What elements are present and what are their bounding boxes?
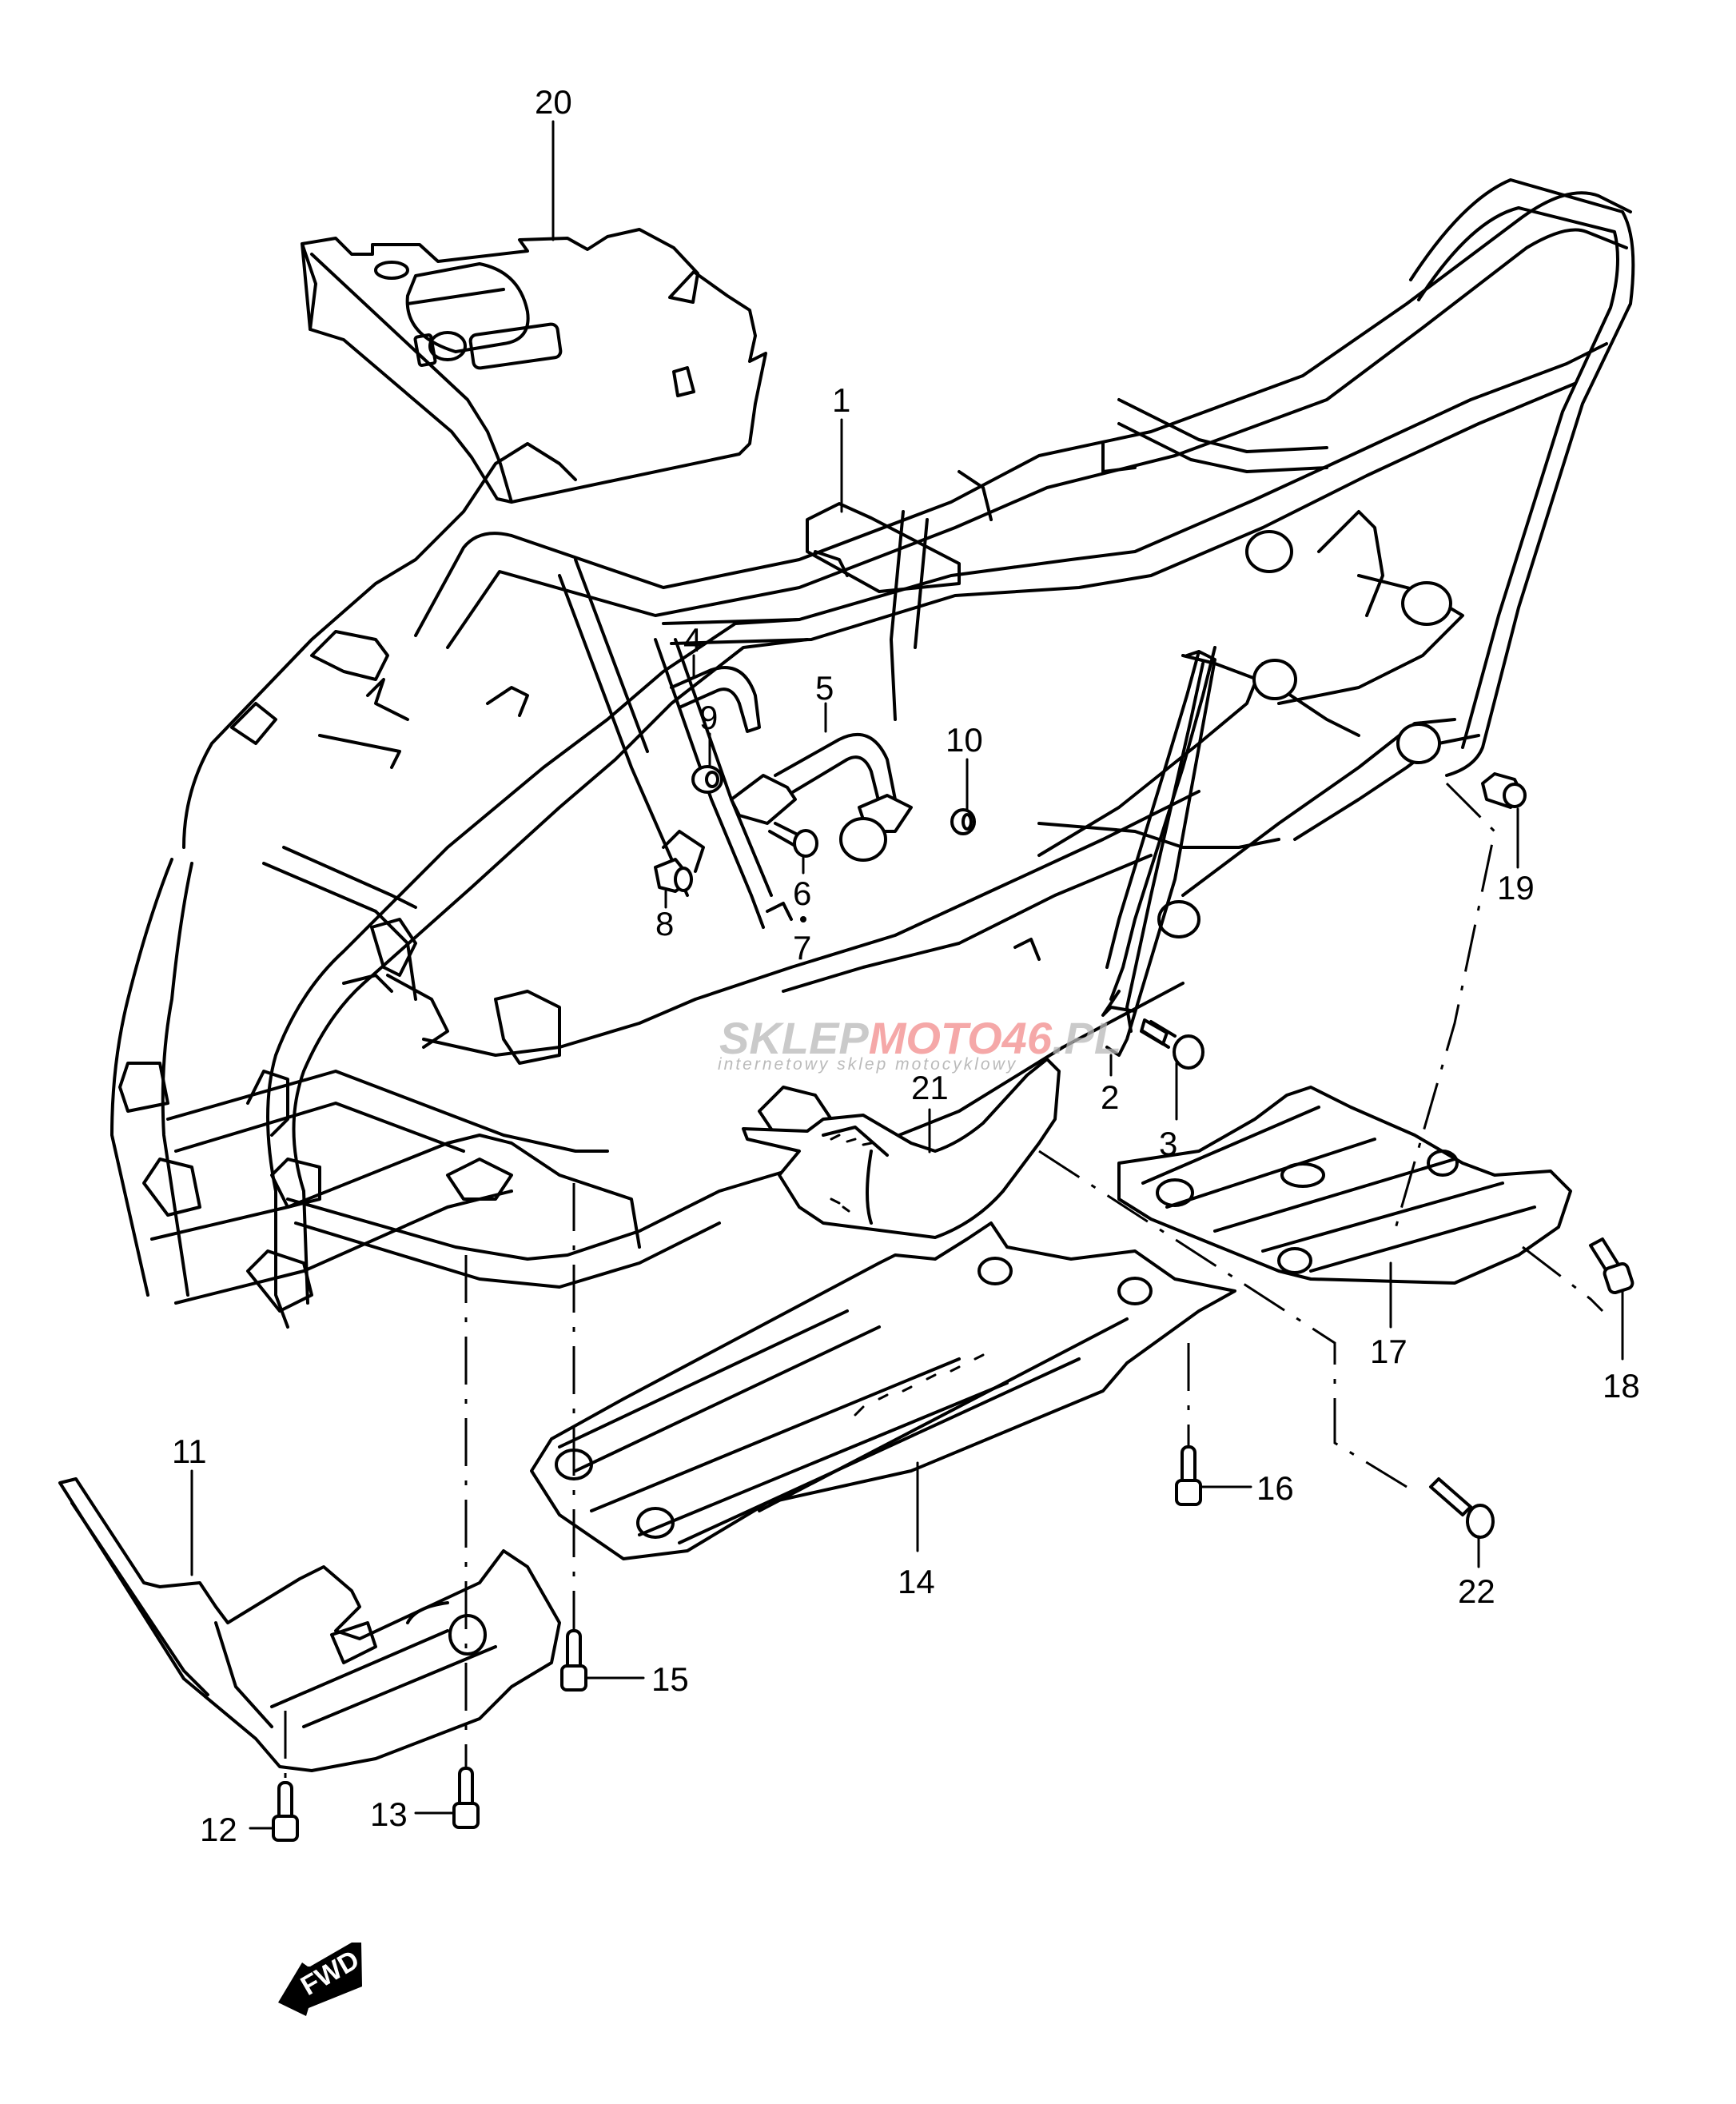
part-21-heat-shield[interactable] [742, 1058, 1061, 1239]
callout-22: 22 [1458, 1572, 1495, 1610]
callout-separator-dot [800, 916, 806, 922]
callout-7: 7 [793, 929, 811, 966]
part-20-cover-plate[interactable] [301, 228, 767, 504]
part-10-nut[interactable] [950, 808, 976, 835]
callout-12: 12 [200, 1811, 237, 1848]
callout-15: 15 [651, 1660, 689, 1698]
alignment-line-22 [1038, 1150, 1408, 1488]
callout-9: 9 [699, 699, 718, 736]
callout-1: 1 [832, 381, 850, 419]
callout-6: 6 [793, 875, 811, 912]
part-19-cap[interactable] [1481, 772, 1527, 809]
callout-5: 5 [815, 669, 834, 707]
watermark: SKLEPMOTO46.PL internetowy sklep motocyk… [718, 1013, 1121, 1074]
part-13-bolt[interactable] [452, 1767, 480, 1829]
part-12-bolt[interactable] [272, 1781, 299, 1842]
watermark-brand: SKLEPMOTO46.PL [719, 1013, 1121, 1063]
part-1-frame[interactable] [110, 178, 1635, 1329]
fwd-direction-indicator: FWD [278, 1943, 364, 2016]
callout-17: 17 [1370, 1333, 1408, 1370]
alignment-line-18 [1522, 1245, 1604, 1313]
callout-13: 13 [370, 1795, 408, 1833]
part-15-bolt[interactable] [560, 1629, 587, 1692]
part-17-footrest-plate[interactable] [1117, 1086, 1572, 1285]
callout-10: 10 [946, 721, 983, 759]
callout-16: 16 [1256, 1469, 1294, 1507]
part-2-bracket[interactable] [1105, 650, 1216, 1057]
arrow-left-down-icon [278, 1943, 362, 2016]
callout-18: 18 [1603, 1367, 1640, 1405]
callout-2: 2 [1101, 1078, 1119, 1116]
part-5-pipe[interactable] [730, 732, 913, 862]
part-16-bolt[interactable] [1175, 1445, 1202, 1506]
part-9-nut[interactable] [691, 765, 723, 794]
alignment-line-19 [1393, 782, 1496, 1232]
callout-20: 20 [535, 83, 572, 121]
part-14-footrest-plate[interactable] [530, 1221, 1236, 1560]
callout-3: 3 [1159, 1125, 1177, 1162]
callout-4: 4 [683, 621, 702, 659]
part-22-bolt[interactable] [1429, 1477, 1495, 1539]
part-6-bolt[interactable] [768, 822, 818, 858]
part-4-pipe[interactable] [670, 666, 761, 733]
callout-21: 21 [911, 1069, 949, 1106]
callout-14: 14 [898, 1563, 935, 1600]
callout-8: 8 [655, 905, 674, 942]
part-18-bolt[interactable] [1589, 1237, 1634, 1295]
watermark-tagline: internetowy sklep motocyklowy [718, 1055, 1017, 1074]
callout-19: 19 [1497, 869, 1535, 907]
callout-11: 11 [172, 1433, 207, 1470]
part-3-bolt[interactable] [1140, 1018, 1204, 1070]
part-11-skid-plate[interactable] [58, 1477, 561, 1772]
part-8-collar[interactable] [654, 858, 693, 893]
